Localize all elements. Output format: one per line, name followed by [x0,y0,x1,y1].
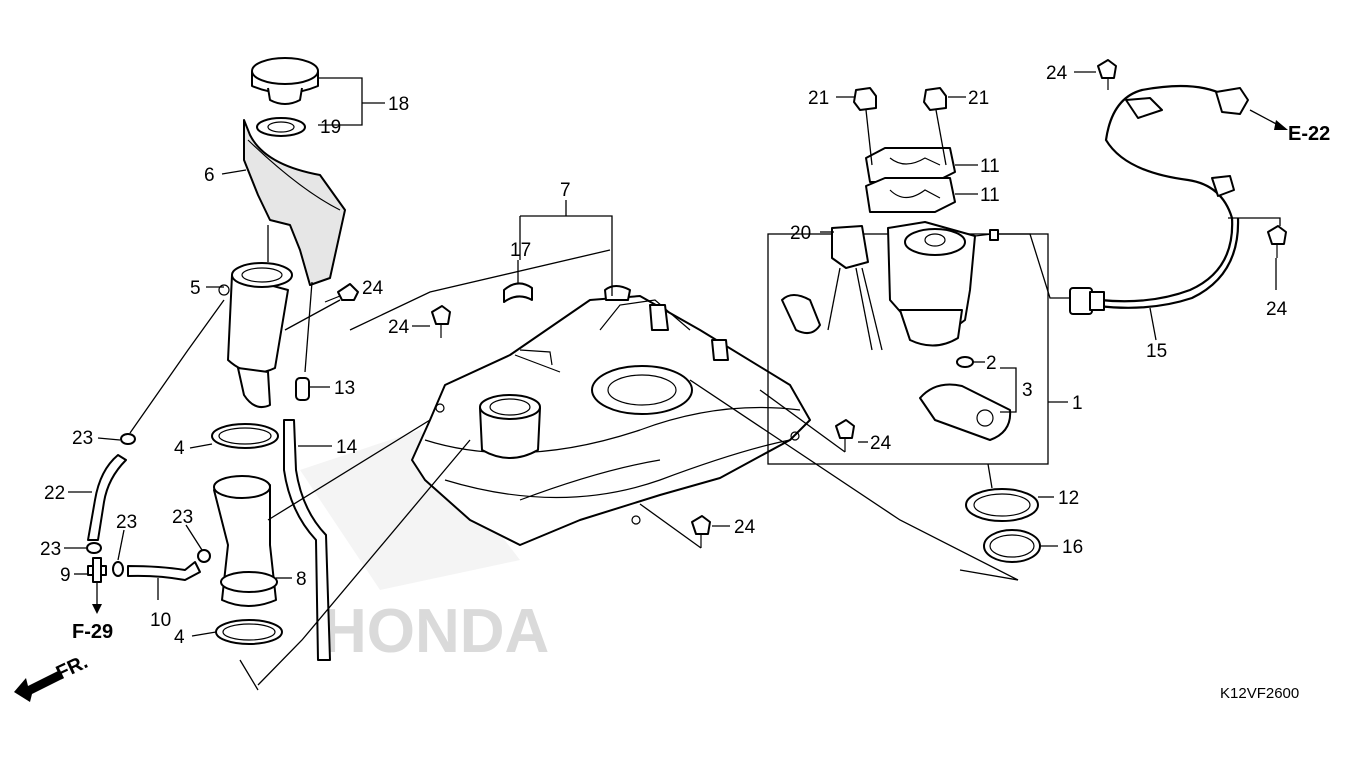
bolt-24-harness-right[interactable] [1267,225,1287,258]
callout-9: 9 [60,565,71,586]
bolt-24-tank-left[interactable] [431,305,451,338]
packing-16[interactable] [983,529,1041,563]
ref-f29: F-29 [72,621,113,643]
bolt-24-filler[interactable] [324,283,359,303]
callout-23-d: 23 [172,507,193,528]
filler-connecting-tube[interactable] [213,475,278,607]
callout-24-a: 24 [362,278,384,299]
callout-3: 3 [1022,380,1033,401]
ref-e22: E-22 [1288,123,1330,145]
callout-2: 2 [986,353,997,374]
leader-lines [64,71,1288,691]
callout-24-f: 24 [1266,299,1288,320]
three-way-joint-9[interactable] [87,557,107,583]
callout-11-a: 11 [980,156,1000,177]
fuel-filler-cap[interactable] [251,57,319,105]
callout-24-d: 24 [734,517,756,538]
callout-22: 22 [44,483,65,504]
cap-packing[interactable] [256,117,306,137]
fuel-pump-sub-harness[interactable] [1069,84,1249,315]
filler-neck-cover[interactable] [243,119,346,286]
callout-24-c: 24 [870,433,892,454]
callout-8: 8 [296,569,307,590]
callout-10: 10 [150,610,171,631]
callout-23-b: 23 [40,539,61,560]
filler-neck[interactable] [218,262,293,408]
fuel-pump-packing-12[interactable] [965,488,1039,522]
callout-12: 12 [1058,488,1079,509]
tube-band-lower[interactable] [215,619,283,645]
fuel-strainer-3[interactable] [919,383,1012,441]
fuel-tank[interactable] [411,285,811,546]
flange-nut-right[interactable] [923,87,947,111]
callout-24-e: 24 [1046,63,1068,84]
tube-10[interactable] [127,561,201,581]
callout-6: 6 [204,165,215,186]
callout-19: 19 [320,117,341,138]
callout-15: 15 [1146,341,1167,362]
tube-joint-13[interactable] [295,377,310,401]
clip-17[interactable] [503,282,533,303]
callout-1: 1 [1072,393,1083,414]
breather-tube-14[interactable] [283,419,331,661]
clip-23-b[interactable] [86,542,102,554]
pump-packing-2[interactable] [956,356,974,368]
clip-23-c[interactable] [112,561,124,577]
callout-23-c: 23 [116,512,137,533]
clip-23-a[interactable] [120,433,136,445]
bolt-24-tank-bottom[interactable] [691,515,711,548]
callout-17: 17 [510,240,531,261]
flange-nut-left[interactable] [853,87,877,111]
callout-13: 13 [334,378,355,399]
front-direction-arrow: FR. [14,651,91,702]
callout-24-b: 24 [388,317,410,338]
diagram-code: K12VF2600 [1220,685,1299,702]
bolt-24-harness-top[interactable] [1097,59,1117,90]
watermark-text: HONDA [322,597,549,666]
callout-18: 18 [388,94,409,115]
callout-21-b: 21 [968,88,989,109]
callout-11-b: 11 [980,185,1000,206]
fuel-pump[interactable] [887,221,999,347]
setting-plate-upper[interactable] [865,147,956,183]
callout-7: 7 [560,180,571,201]
callout-21-a: 21 [808,88,829,109]
callout-14: 14 [336,437,358,458]
fuel-level-sensor[interactable] [781,225,883,351]
callout-16: 16 [1062,537,1083,558]
clip-23-d[interactable] [197,549,211,563]
breather-tube-22[interactable] [87,454,127,541]
callout-20: 20 [790,223,811,244]
callout-4-b: 4 [174,627,185,648]
setting-plate-lower[interactable] [865,177,956,213]
callout-4-a: 4 [174,438,185,459]
callout-5: 5 [190,278,201,299]
honda-watermark: HONDA [300,430,549,666]
bolt-24-tank-right[interactable] [835,419,855,452]
callout-23-a: 23 [72,428,93,449]
callout-labels: 18 19 6 5 24 13 14 4 4 8 23 22 23 23 23 … [40,63,1330,702]
tube-band-upper[interactable] [211,423,279,449]
